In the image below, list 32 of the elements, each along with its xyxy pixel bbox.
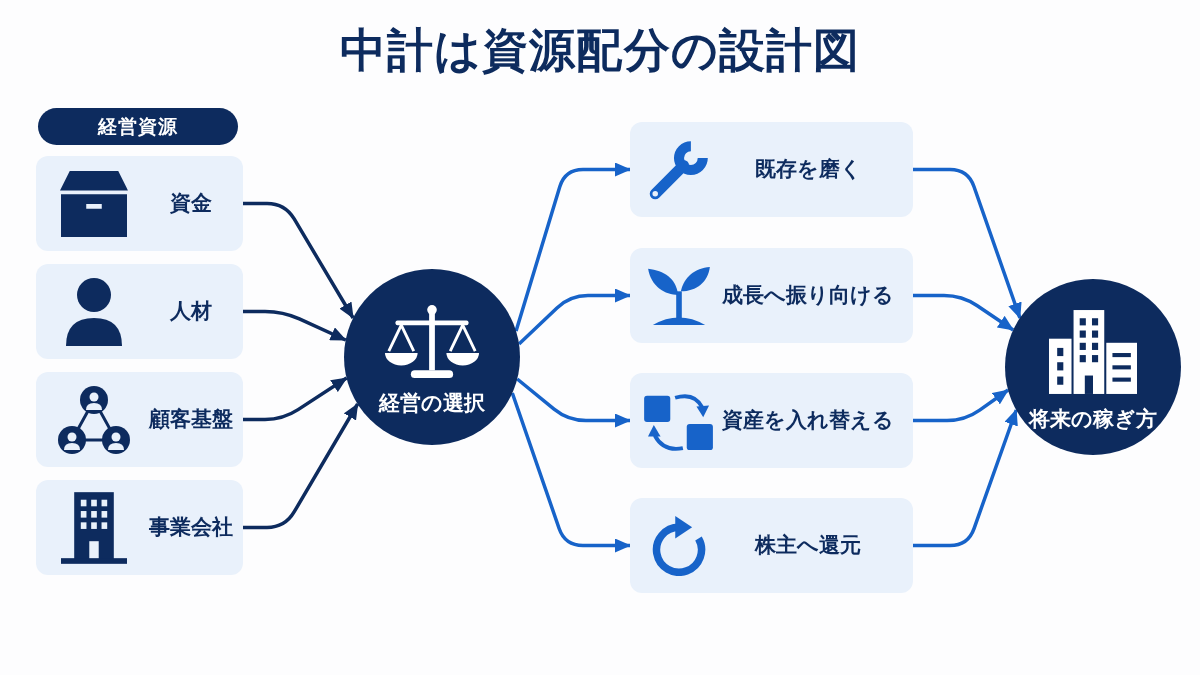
node-label: 事業会社 bbox=[148, 514, 233, 541]
node-label: 成長へ振り向ける bbox=[722, 282, 894, 309]
arrow bbox=[514, 162, 631, 332]
arrow bbox=[243, 403, 360, 530]
node-label: 経営の選択 bbox=[379, 390, 485, 417]
resource-card bbox=[36, 480, 243, 575]
resource-card bbox=[36, 156, 243, 251]
arrow bbox=[243, 309, 347, 342]
arrow bbox=[517, 288, 631, 346]
node-label: 株主へ還元 bbox=[755, 532, 861, 559]
resource-card bbox=[36, 264, 243, 359]
arrow bbox=[510, 392, 631, 553]
arrow bbox=[913, 409, 1018, 548]
section-heading: 経営資源 bbox=[38, 108, 238, 145]
resource-card bbox=[630, 373, 913, 468]
arrow bbox=[243, 201, 355, 319]
arrow bbox=[243, 376, 348, 422]
resource-card bbox=[630, 122, 913, 217]
resource-card bbox=[630, 248, 913, 343]
resource-card bbox=[36, 372, 243, 467]
node-label: 将来の稼ぎ方 bbox=[1029, 405, 1157, 433]
title: 中計は資源配分の設計図 bbox=[339, 22, 861, 79]
node-label: 資金 bbox=[169, 190, 212, 217]
arrow bbox=[913, 388, 1010, 423]
node-label: 顧客基盤 bbox=[148, 406, 233, 433]
arrow bbox=[913, 293, 1015, 332]
resource-card bbox=[630, 498, 913, 593]
node-label: 人材 bbox=[169, 298, 212, 325]
node-label: 既存を磨く bbox=[754, 156, 862, 183]
node-label: 資産を入れ替える bbox=[722, 407, 894, 434]
arrow bbox=[913, 167, 1022, 319]
arrow bbox=[516, 377, 631, 428]
